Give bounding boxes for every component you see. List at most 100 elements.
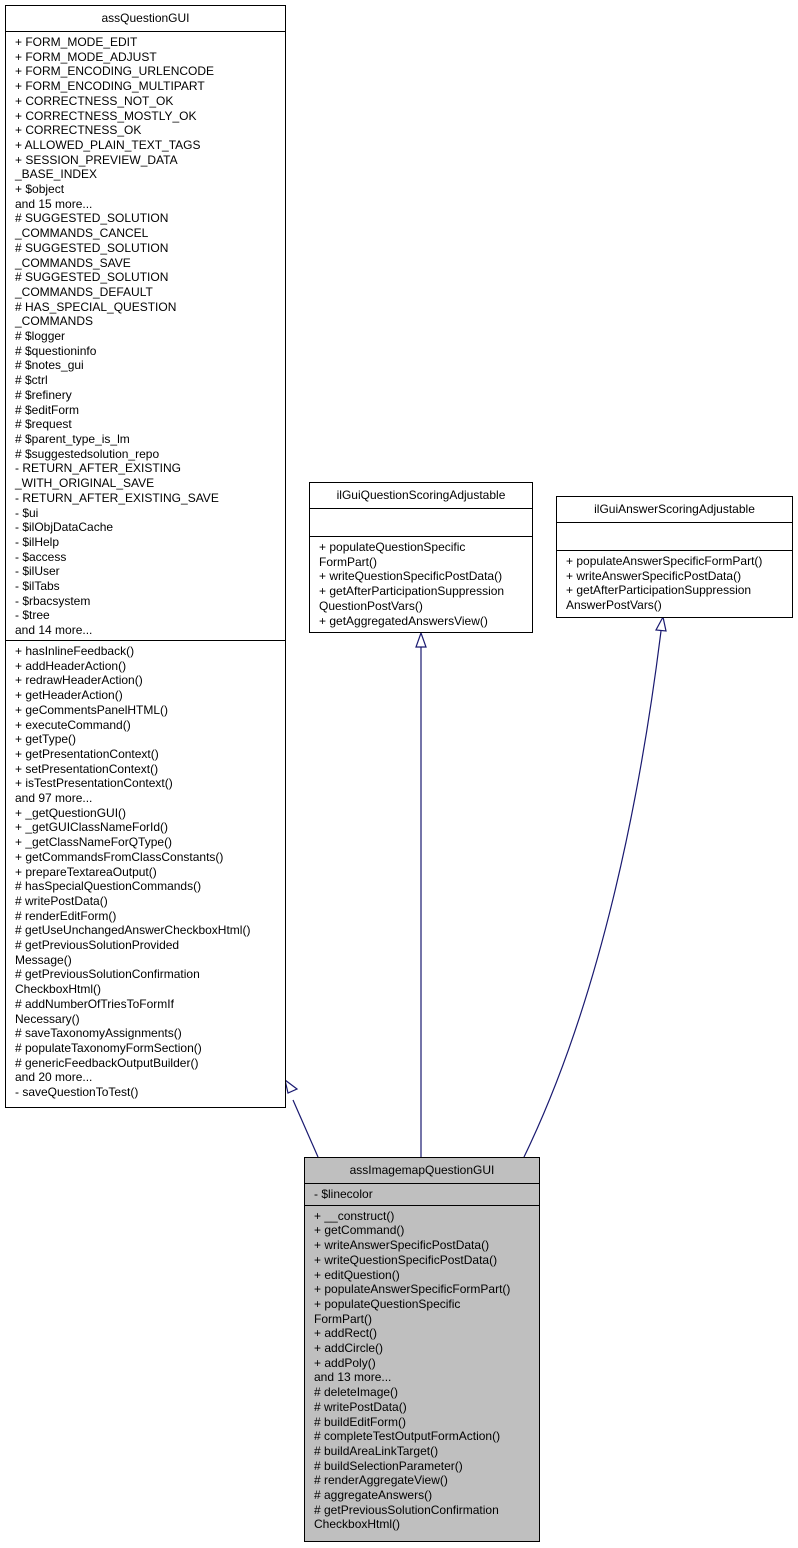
member-line: # writePostData() [15, 893, 108, 908]
member-line: + FORM_MODE_ADJUST [15, 49, 157, 64]
member-line: - RETURN_AFTER_EXISTING_SAVE [15, 490, 219, 505]
member-line: + getCommand() [314, 1223, 405, 1238]
member-line: Necessary() [15, 1011, 80, 1026]
member-line: and 13 more... [314, 1370, 392, 1385]
member-line: FormPart() [319, 554, 377, 569]
class-box-ilGuiAnswerScoringAdjustable[interactable]: ilGuiAnswerScoringAdjustable + populateA… [556, 496, 793, 618]
method-section: + __construct()+ getCommand()+ writeAnsw… [305, 1206, 539, 1535]
member-line: + populateQuestionSpecific [319, 540, 466, 554]
member-line: - $access [15, 549, 67, 564]
member-line: # $refinery [15, 387, 72, 402]
member-line: and 20 more... [15, 1070, 93, 1085]
member-line: # getPreviousSolutionConfirmation [314, 1502, 499, 1517]
class-box-assQuestionGUI[interactable]: assQuestionGUI + FORM_MODE_EDIT+ FORM_MO… [5, 5, 286, 1108]
member-line: + __construct() [314, 1208, 395, 1223]
member-line: # getPreviousSolutionProvided [15, 938, 180, 953]
member-line: + addPoly() [314, 1355, 376, 1370]
member-line: + getHeaderAction() [15, 688, 123, 703]
member-line: # genericFeedbackOutputBuilder() [15, 1055, 199, 1070]
member-line: + FORM_ENCODING_MULTIPART [15, 79, 205, 94]
class-name: assQuestionGUI [6, 6, 285, 32]
class-name: ilGuiAnswerScoringAdjustable [557, 497, 792, 523]
edge-derived-to-iface2 [523, 630, 662, 1158]
member-line: # completeTestOutputFormAction() [314, 1429, 501, 1444]
member-line: # SUGGESTED_SOLUTION [15, 240, 169, 255]
attribute-section: - $linecolor [305, 1184, 539, 1206]
member-line: # renderEditForm() [15, 908, 117, 923]
inheritance-arrowhead-iface1 [415, 631, 427, 648]
member-line: - $linecolor [314, 1187, 373, 1201]
member-line: - $tree [15, 608, 50, 623]
member-line: # buildAreaLinkTarget() [314, 1443, 439, 1458]
member-line: + CORRECTNESS_NOT_OK [15, 93, 174, 108]
member-line: + prepareTextareaOutput() [15, 864, 157, 879]
member-line: QuestionPostVars() [319, 598, 423, 613]
member-line: CheckboxHtml() [314, 1517, 401, 1532]
member-line: + FORM_ENCODING_URLENCODE [15, 64, 215, 79]
member-line: + _getClassNameForQType() [15, 835, 173, 850]
attribute-section: + FORM_MODE_EDIT+ FORM_MODE_ADJUST+ FORM… [6, 32, 285, 641]
member-line: + _getQuestionGUI() [15, 805, 127, 820]
member-line: _COMMANDS_CANCEL [15, 226, 149, 241]
method-section: + populateAnswerSpecificFormPart()+ writ… [557, 551, 792, 616]
member-line: + populateAnswerSpecificFormPart() [566, 554, 763, 568]
member-line: # saveTaxonomyAssignments() [15, 1026, 182, 1041]
member-line: and 15 more... [15, 196, 93, 211]
member-line: # $ctrl [15, 373, 48, 388]
class-name: ilGuiQuestionScoringAdjustable [310, 483, 532, 509]
member-line: + CORRECTNESS_OK [15, 123, 142, 138]
member-line: - $ilTabs [15, 579, 60, 594]
edge-derived-to-base [292, 1099, 319, 1158]
member-line: _BASE_INDEX [15, 167, 98, 182]
member-line: # $editForm [15, 402, 80, 417]
member-line: + CORRECTNESS_MOSTLY_OK [15, 108, 197, 123]
member-line: # getUseUnchangedAnswerCheckboxHtml() [15, 923, 251, 938]
member-line: + getAfterParticipationSuppression [319, 584, 505, 599]
attribute-section [310, 509, 532, 537]
member-line: _COMMANDS [15, 314, 94, 329]
member-line: Message() [15, 952, 72, 967]
class-box-ilGuiQuestionScoringAdjustable[interactable]: ilGuiQuestionScoringAdjustable + populat… [309, 482, 533, 633]
member-line: - $ilObjDataCache [15, 520, 114, 535]
member-line: + getPresentationContext() [15, 746, 159, 761]
member-line: # deleteImage() [314, 1385, 399, 1400]
member-line: + setPresentationContext() [15, 761, 159, 776]
member-line: - $rbacsystem [15, 593, 91, 608]
member-line: # $request [15, 417, 72, 432]
member-line: + addCircle() [314, 1341, 384, 1356]
member-line: # SUGGESTED_SOLUTION [15, 270, 169, 285]
member-line: # renderAggregateView() [314, 1473, 448, 1488]
member-line: FormPart() [314, 1311, 372, 1326]
member-line: + writeQuestionSpecificPostData() [314, 1252, 498, 1267]
class-box-assImagemapQuestionGUI[interactable]: assImagemapQuestionGUI - $linecolor + __… [304, 1157, 540, 1542]
member-line: + redrawHeaderAction() [15, 673, 143, 688]
member-line: CheckboxHtml() [15, 982, 102, 997]
member-line: # buildEditForm() [314, 1414, 407, 1429]
member-line: + ALLOWED_PLAIN_TEXT_TAGS [15, 137, 201, 152]
member-line: _COMMANDS_SAVE [15, 255, 131, 270]
member-line: + $object [15, 182, 65, 197]
member-line: + writeAnswerSpecificPostData() [566, 568, 742, 583]
member-line: # buildSelectionParameter() [314, 1458, 463, 1473]
attribute-section [557, 523, 792, 551]
inheritance-arrowhead-iface2 [655, 615, 667, 632]
member-line: # aggregateAnswers() [314, 1488, 433, 1503]
member-line: + populateQuestionSpecific [314, 1296, 461, 1311]
member-line: # $questioninfo [15, 343, 97, 358]
member-line: + executeCommand() [15, 717, 131, 732]
member-line: + getCommandsFromClassConstants() [15, 849, 224, 864]
member-line: and 14 more... [15, 623, 93, 638]
member-line: + editQuestion() [314, 1267, 400, 1282]
member-line: # $suggestedsolution_repo [15, 446, 160, 461]
member-line: # populateTaxonomyFormSection() [15, 1040, 202, 1055]
member-line: - $ilHelp [15, 534, 60, 549]
inheritance-arrowhead-base [284, 1078, 299, 1094]
member-line: + getAggregatedAnswersView() [319, 613, 488, 628]
member-line: # getPreviousSolutionConfirmation [15, 967, 200, 982]
member-line: # addNumberOfTriesToFormIf [15, 996, 174, 1011]
class-name: assImagemapQuestionGUI [305, 1158, 539, 1184]
member-line: - $ui [15, 505, 39, 520]
member-line: - saveQuestionToTest() [15, 1085, 139, 1100]
